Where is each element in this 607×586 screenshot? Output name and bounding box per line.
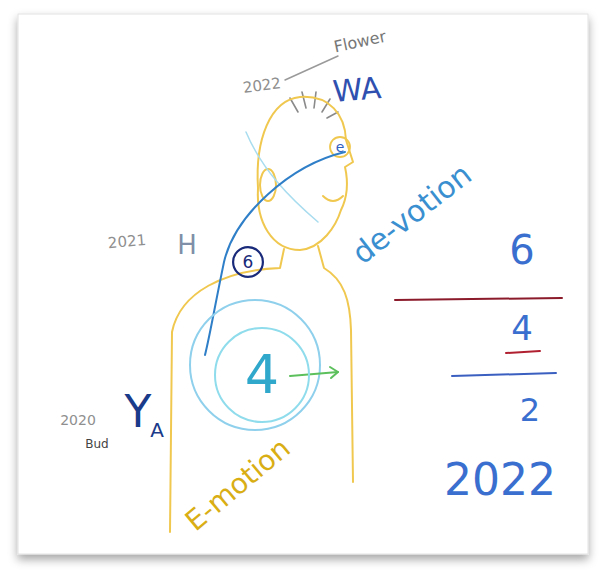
eye-letter: e xyxy=(336,140,345,154)
underline xyxy=(506,351,540,353)
circle-line xyxy=(233,247,263,277)
letter-label: Y xyxy=(125,390,152,434)
inner-circle: 4 xyxy=(214,327,310,423)
ear xyxy=(260,169,276,201)
year-label: 2021 xyxy=(107,233,146,251)
outer-circle xyxy=(190,300,320,430)
circle-line xyxy=(215,328,309,422)
year-number: 2022 xyxy=(444,458,556,502)
faint-line xyxy=(246,132,318,222)
node-text: 6 xyxy=(243,254,254,271)
initials: WA xyxy=(332,73,383,107)
letter-label: A xyxy=(150,420,164,440)
numerator: 6 xyxy=(509,230,534,270)
devotion-curve xyxy=(205,152,345,355)
denominator: 2 xyxy=(520,394,540,426)
node-text: 4 xyxy=(245,348,279,402)
year-label: 2020 xyxy=(60,413,96,427)
date-stroke xyxy=(285,56,338,80)
fraction-bar xyxy=(452,373,556,376)
letter-label: H xyxy=(177,232,197,258)
paper-frame xyxy=(18,14,588,554)
fraction-number: 4 xyxy=(511,311,533,345)
note-word: Bud xyxy=(85,438,108,450)
circled-mark: 6 xyxy=(232,246,264,278)
fraction-bar xyxy=(395,298,562,300)
head-outline xyxy=(258,97,353,250)
emotion-arrow xyxy=(290,372,338,376)
arrow-head xyxy=(330,367,338,378)
smile xyxy=(323,196,343,201)
body-right-outline xyxy=(318,246,353,482)
